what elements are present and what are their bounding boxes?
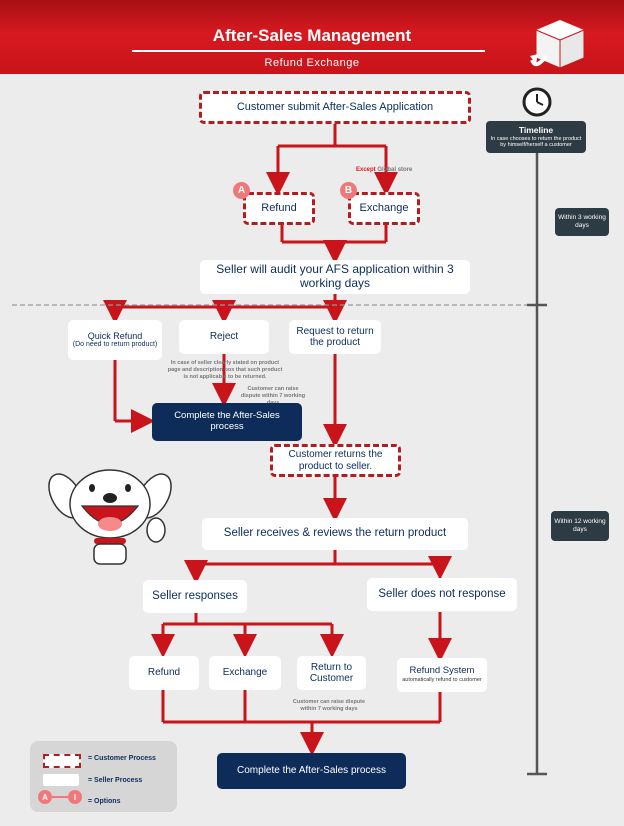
reject-condition-note: In case of seller clearly stated on prod… [167, 360, 283, 380]
quick-refund-label: Quick Refund [87, 330, 143, 341]
except-label: Except [356, 167, 376, 173]
timeline-header: Timeline In case chooses to return the p… [486, 121, 586, 153]
seller-receives-label: Seller receives & reviews the return pro… [223, 527, 447, 540]
response-refund: Refund [129, 656, 199, 690]
customer-submit-application: Customer submit After-Sales Application [199, 91, 471, 124]
submit-label: Customer submit After-Sales Application [236, 101, 434, 114]
page-subtitle: Refund Exchange [264, 57, 360, 69]
refund-system-step: Refund System automatically refund to cu… [397, 658, 487, 692]
timeline-description: In case chooses to return the product by… [490, 135, 582, 149]
quick-refund-note: (Do need to return product) [72, 341, 158, 349]
response-refund-label: Refund [147, 667, 181, 679]
legend-customer-label: = Customer Process [88, 755, 156, 762]
response-exchange: Exchange [209, 656, 281, 690]
legend-option-a-badge: A [38, 790, 52, 804]
return-to-customer-label: Return to Customer [309, 661, 354, 685]
seller-responses-label: Seller responses [152, 589, 238, 602]
dispute-note-return: Customer can raise dispute within 7 work… [292, 699, 366, 712]
customer-returns-label: Customer returns the product to seller. [288, 449, 383, 472]
seller-no-response-step: Seller does not response [367, 578, 517, 611]
option-refund[interactable]: Refund [243, 192, 315, 225]
seller-no-response-label: Seller does not response [378, 587, 506, 600]
seller-responses-step: Seller responses [143, 580, 247, 613]
return-to-customer-step: Return to Customer [297, 656, 366, 690]
request-return-step: Request to return the product [289, 320, 381, 354]
dispute-note-reject: Customer can raise dispute within 7 work… [240, 386, 306, 406]
legend-seller-label: = Seller Process [88, 777, 143, 784]
timeline-within-3-days: Within 3 working days [555, 208, 609, 236]
header-divider [132, 50, 485, 52]
request-return-label: Request to return the product [296, 325, 374, 349]
option-b-badge: B [340, 182, 357, 199]
except-global-store-note: Except Global store [356, 167, 418, 175]
refund-label: Refund [261, 202, 297, 215]
refund-system-note: automatically refund to customer [402, 677, 482, 684]
legend-options-label: = Options [88, 798, 121, 805]
reject-label: Reject [209, 331, 239, 343]
clock-icon [522, 87, 552, 117]
complete-1-label: Complete the After-Sales process [174, 410, 280, 432]
page-title: After-Sales Management [212, 26, 412, 45]
within-3-label: Within 3 working days [558, 214, 606, 229]
complete-after-sales-1: Complete the After-Sales process [152, 403, 302, 441]
response-exchange-label: Exchange [222, 667, 268, 679]
timeline-within-12-days: Within 12 working days [551, 511, 609, 541]
reject-step: Reject [179, 320, 269, 354]
legend-customer-swatch [43, 754, 81, 768]
option-exchange[interactable]: Exchange [348, 192, 420, 225]
within-12-label: Within 12 working days [554, 518, 606, 533]
audit-label: Seller will audit your AFS application w… [216, 262, 454, 290]
legend-option-i-badge: I [68, 790, 82, 804]
global-store-label: Global store [375, 167, 413, 173]
option-a-badge: A [233, 182, 250, 199]
seller-audit-step: Seller will audit your AFS application w… [200, 260, 470, 294]
seller-receives-review: Seller receives & reviews the return pro… [202, 518, 468, 550]
legend-seller-swatch [43, 774, 79, 786]
refund-system-label: Refund System [409, 665, 475, 677]
customer-returns-product: Customer returns the product to seller. [270, 444, 401, 477]
legend-option-connector [52, 796, 68, 798]
quick-refund-step: Quick Refund (Do need to return product) [68, 320, 162, 360]
header-banner [0, 0, 624, 74]
return-box-icon [530, 20, 585, 69]
exchange-label: Exchange [359, 202, 409, 215]
complete-2-label: Complete the After-Sales process [237, 765, 386, 777]
complete-after-sales-2: Complete the After-Sales process [217, 753, 406, 789]
dog-mascot-illustration [48, 469, 172, 565]
timeline-title: Timeline [518, 125, 554, 136]
